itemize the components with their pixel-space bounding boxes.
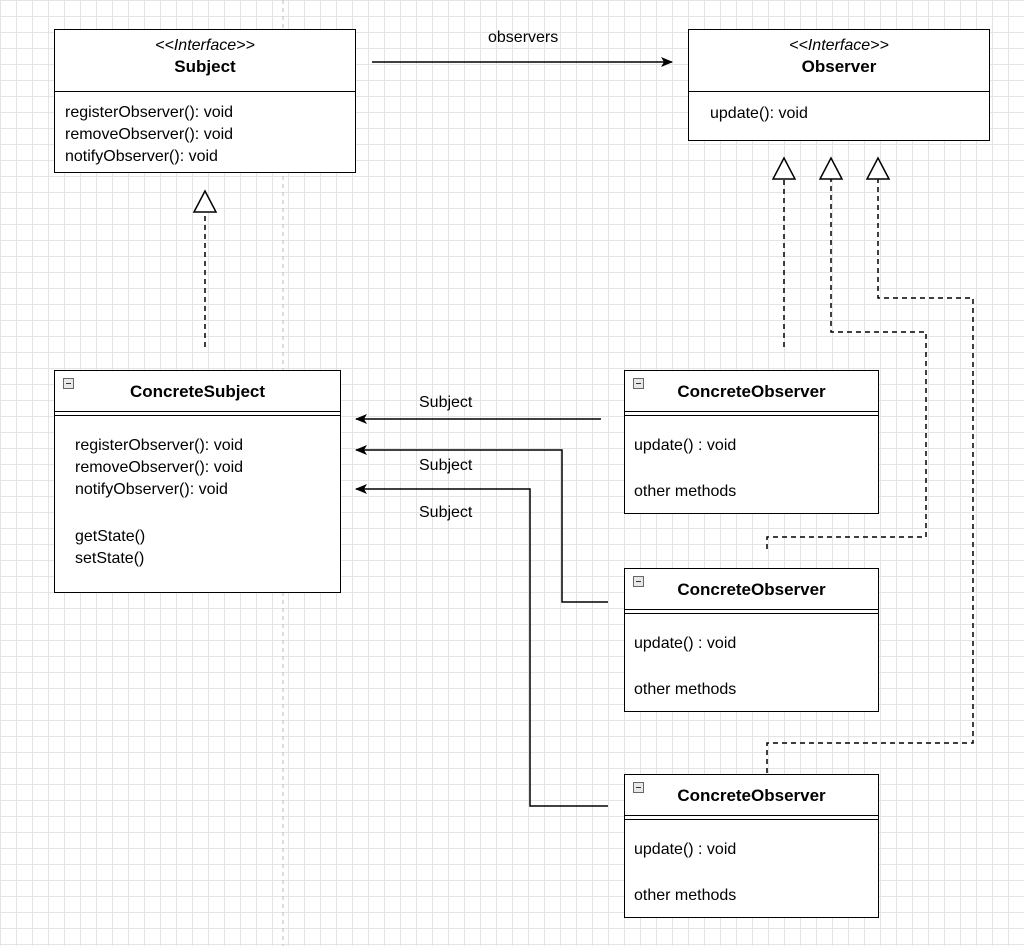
observer-stereotype: <<Interface>> (789, 37, 889, 54)
method-item: removeObserver(): void (75, 459, 244, 476)
subject-interface-title: Subject (174, 57, 236, 76)
method-item: registerObserver(): void (75, 437, 244, 454)
method-item: getState() (75, 528, 146, 545)
observer-realization-triangle-1 (771, 156, 797, 180)
concrete-subject-state-methods: getState() setState() (75, 526, 145, 570)
method-item: setState() (75, 550, 145, 567)
subject-interface-methods: registerObserver(): void removeObserver(… (65, 102, 233, 168)
concrete-observer-title: ConcreteObserver (677, 382, 826, 401)
observers-label: observers (488, 29, 559, 46)
concrete-observer-box-1[interactable]: ConcreteObserver update() : void other m… (624, 370, 879, 514)
method-item: registerObserver(): void (65, 104, 234, 121)
observer-update-method: update() : void (634, 635, 737, 652)
subject-association-2 (355, 445, 608, 603)
collapse-icon[interactable] (63, 378, 74, 389)
collapse-icon[interactable] (633, 576, 644, 587)
observer-other-methods: other methods (634, 887, 737, 904)
observer-other-methods: other methods (634, 483, 737, 500)
observer-interface-box[interactable]: <<Interface>> Observer update(): void (688, 29, 990, 141)
subject-interface-box[interactable]: <<Interface>> Subject registerObserver()… (54, 29, 356, 173)
method-item: notifyObserver(): void (65, 148, 218, 165)
collapse-icon[interactable] (633, 378, 644, 389)
observer-realization-line-2 (766, 179, 927, 549)
observer-interface-methods: update(): void (710, 103, 808, 125)
concrete-observer-box-3[interactable]: ConcreteObserver update() : void other m… (624, 774, 879, 918)
method-item: update(): void (710, 105, 808, 122)
subject-association-3 (355, 484, 608, 807)
concrete-subject-methods: registerObserver(): void removeObserver(… (75, 435, 243, 501)
subject-realization-triangle (192, 189, 218, 213)
concrete-subject-box[interactable]: ConcreteSubject registerObserver(): void… (54, 370, 341, 593)
collapse-icon[interactable] (633, 782, 644, 793)
concrete-observer-box-2[interactable]: ConcreteObserver update() : void other m… (624, 568, 879, 712)
concrete-observer-title: ConcreteObserver (677, 786, 826, 805)
subject-link-label-1: Subject (419, 394, 473, 411)
concrete-observer-title: ConcreteObserver (677, 580, 826, 599)
observer-other-methods: other methods (634, 681, 737, 698)
observer-update-method: update() : void (634, 437, 737, 454)
subject-link-label-2: Subject (419, 457, 473, 474)
subject-link-label-3: Subject (419, 504, 473, 521)
observer-realization-triangle-2 (818, 156, 844, 180)
observer-realization-triangle-3 (865, 156, 891, 180)
subject-stereotype: <<Interface>> (155, 37, 255, 54)
concrete-subject-title: ConcreteSubject (129, 382, 266, 401)
observer-update-method: update() : void (634, 841, 737, 858)
method-item: notifyObserver(): void (75, 481, 228, 498)
observer-realization-line-3 (766, 179, 974, 773)
observer-interface-title: Observer (801, 57, 877, 76)
method-item: removeObserver(): void (65, 126, 234, 143)
